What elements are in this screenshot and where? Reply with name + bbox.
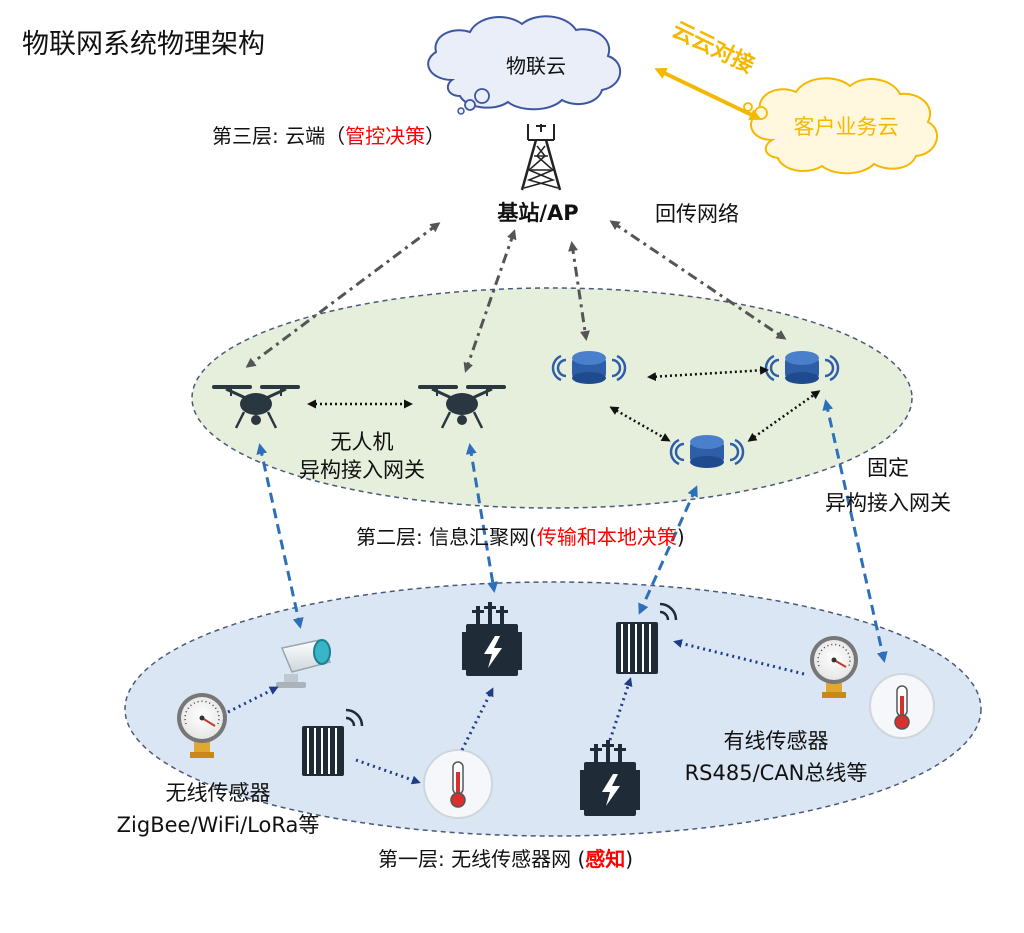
- backhaul-arrows: [245, 220, 787, 373]
- layer2-label-prefix: 第二层: 信息汇聚网(: [356, 525, 537, 549]
- layer2-label-suffix: ): [677, 525, 685, 549]
- gateway-node-3: [669, 435, 745, 468]
- fixed-gateway-label-line2: 异构接入网关: [825, 491, 951, 515]
- base-station-tower-icon: [520, 124, 562, 191]
- customer-cloud-label: 客户业务云: [794, 115, 899, 139]
- layer3-label: 第三层: 云端（管控决策）: [212, 124, 445, 148]
- radiator-icon-middle: [616, 602, 678, 674]
- layer3-label-suffix: ）: [425, 124, 445, 148]
- wireless-sensors-label-line1: 无线传感器: [166, 781, 271, 805]
- layer2-label-highlight: 传输和本地决策: [537, 525, 677, 549]
- layer1-label-highlight: 感知: [585, 847, 625, 871]
- gateway-node-1: [551, 351, 627, 384]
- transformer-icon-bottom: [580, 740, 640, 816]
- drone-gateway-label-line2: 异构接入网关: [299, 458, 425, 482]
- access-links: [256, 399, 888, 663]
- iot-cloud-icon: [427, 15, 622, 115]
- drone-icon-right: [418, 385, 506, 429]
- iot-cloud-label: 物联云: [506, 54, 566, 78]
- sensor-links: [227, 639, 805, 785]
- thermometer-icon-bottom: [423, 749, 493, 819]
- thermometer-icon-right: [869, 673, 935, 739]
- wireless-sensors-label-line2: ZigBee/WiFi/LoRa等: [117, 813, 320, 837]
- radiator-icon-left: [302, 708, 364, 776]
- mesh-arrows: [307, 365, 821, 442]
- layer2-label: 第二层: 信息汇聚网(传输和本地决策): [356, 525, 685, 549]
- layer1-label-prefix: 第一层: 无线传感器网 (: [378, 847, 585, 871]
- base-station-label: 基站/AP: [497, 201, 578, 225]
- pressure-gauge-icon-left: [177, 693, 227, 758]
- drone-gateway-label-line1: 无人机: [331, 430, 394, 454]
- drone-icon-left: [212, 385, 300, 429]
- transformer-icon-top: [462, 602, 522, 676]
- pressure-gauge-icon-right: [810, 636, 858, 698]
- fixed-gateway-label-line1: 固定: [867, 456, 909, 480]
- backhaul-label: 回传网络: [655, 202, 739, 226]
- cloud-link-label: 云云对接: [668, 18, 758, 79]
- camera-icon: [276, 639, 332, 688]
- layer1-label: 第一层: 无线传感器网 (感知): [378, 847, 633, 871]
- cloud-link-arrow: [654, 68, 762, 120]
- page-title: 物联网系统物理架构: [22, 29, 265, 60]
- layer3-label-prefix: 第三层: 云端（: [212, 124, 345, 148]
- wired-sensors-label-line1: 有线传感器: [724, 729, 829, 753]
- wired-sensors-label-line2: RS485/CAN总线等: [685, 761, 868, 785]
- layer1-label-suffix: ): [625, 847, 633, 871]
- layer3-label-highlight: 管控决策: [345, 124, 425, 148]
